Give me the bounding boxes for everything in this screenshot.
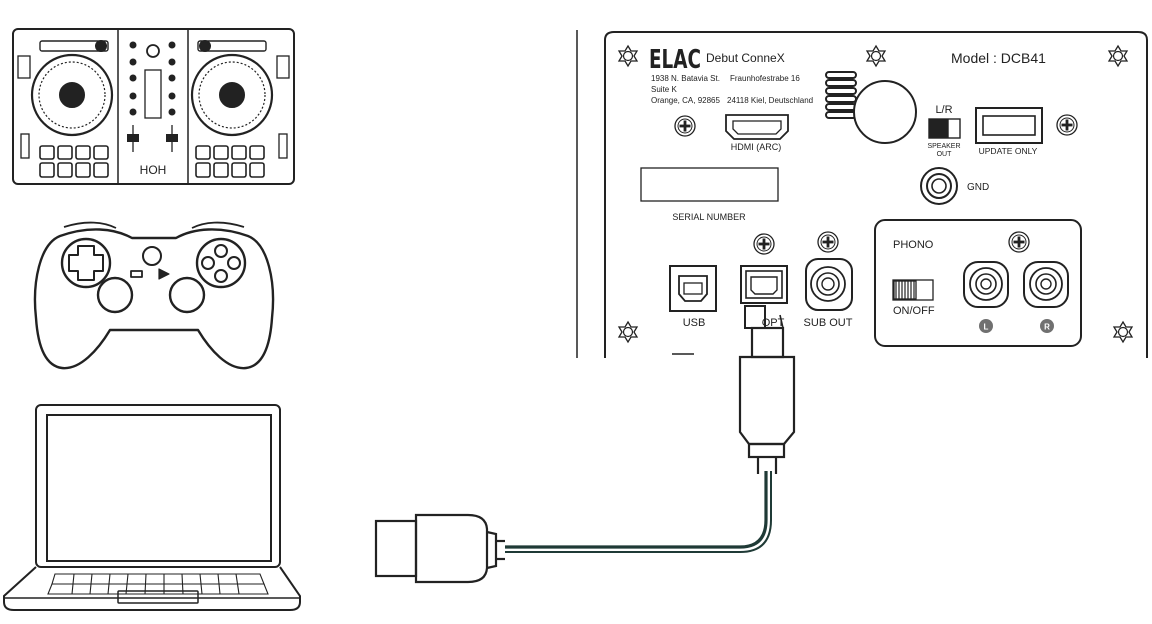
- usb-b-port: [669, 265, 717, 312]
- phono-switch: [892, 279, 934, 301]
- sub-out-jack: [805, 258, 853, 311]
- usb-update-port: [975, 107, 1043, 144]
- opt-label: OPT: [762, 317, 785, 329]
- dj-brand-label: HOH: [140, 163, 167, 177]
- speaker-back-panel: [576, 30, 1148, 358]
- left-badge-label: L: [984, 323, 989, 332]
- serial-label: SERIAL NUMBER: [672, 212, 746, 222]
- address-de-2: 24118 Kiel, Deutschland: [727, 96, 813, 105]
- serial-number-box: [640, 167, 779, 202]
- right-badge: [1040, 319, 1054, 333]
- speaker-out-label-1: SPEAKER: [927, 143, 960, 150]
- laptop-icon: [3, 404, 301, 611]
- optical-plug-icon: [738, 305, 796, 474]
- gnd-label: GND: [967, 182, 989, 193]
- product-name: Debut ConneX: [706, 51, 785, 65]
- address-us-1: 1938 N. Batavia St.: [651, 74, 720, 83]
- dj-controller-icon: [12, 28, 295, 185]
- speaker-out-label-2: OUT: [937, 151, 953, 158]
- vent-icon: [825, 71, 857, 119]
- hdmi-port: [725, 114, 789, 140]
- lr-switch: [928, 118, 961, 139]
- usb-cable-icon: [505, 471, 768, 549]
- address-us-2: Suite K: [651, 85, 677, 94]
- address-us-3: Orange, CA, 92865: [651, 96, 720, 105]
- onoff-label: ON/OFF: [893, 305, 935, 317]
- right-badge-label: R: [1044, 323, 1050, 332]
- lr-label: L/R: [935, 104, 952, 116]
- brand-logo: ELAC: [649, 45, 701, 75]
- left-badge: [979, 319, 993, 333]
- phono-right-jack: [1023, 261, 1069, 308]
- sub-out-label: SUB OUT: [804, 317, 853, 329]
- optical-port: [740, 265, 788, 304]
- bass-port: [853, 80, 917, 144]
- phono-label: PHONO: [893, 239, 934, 251]
- gamepad-icon: [33, 221, 275, 370]
- phono-section: [874, 219, 1082, 347]
- usb-label: USB: [683, 317, 706, 329]
- phono-left-jack: [963, 261, 1009, 308]
- update-label: UPDATE ONLY: [979, 146, 1038, 156]
- hdmi-label: HDMI (ARC): [731, 142, 782, 152]
- gnd-terminal: [920, 167, 958, 205]
- usb-a-plug-icon: [374, 513, 505, 584]
- model-label: Model : DCB41: [951, 50, 1046, 66]
- address-de-1: Fraunhofestrabe 16: [730, 74, 800, 83]
